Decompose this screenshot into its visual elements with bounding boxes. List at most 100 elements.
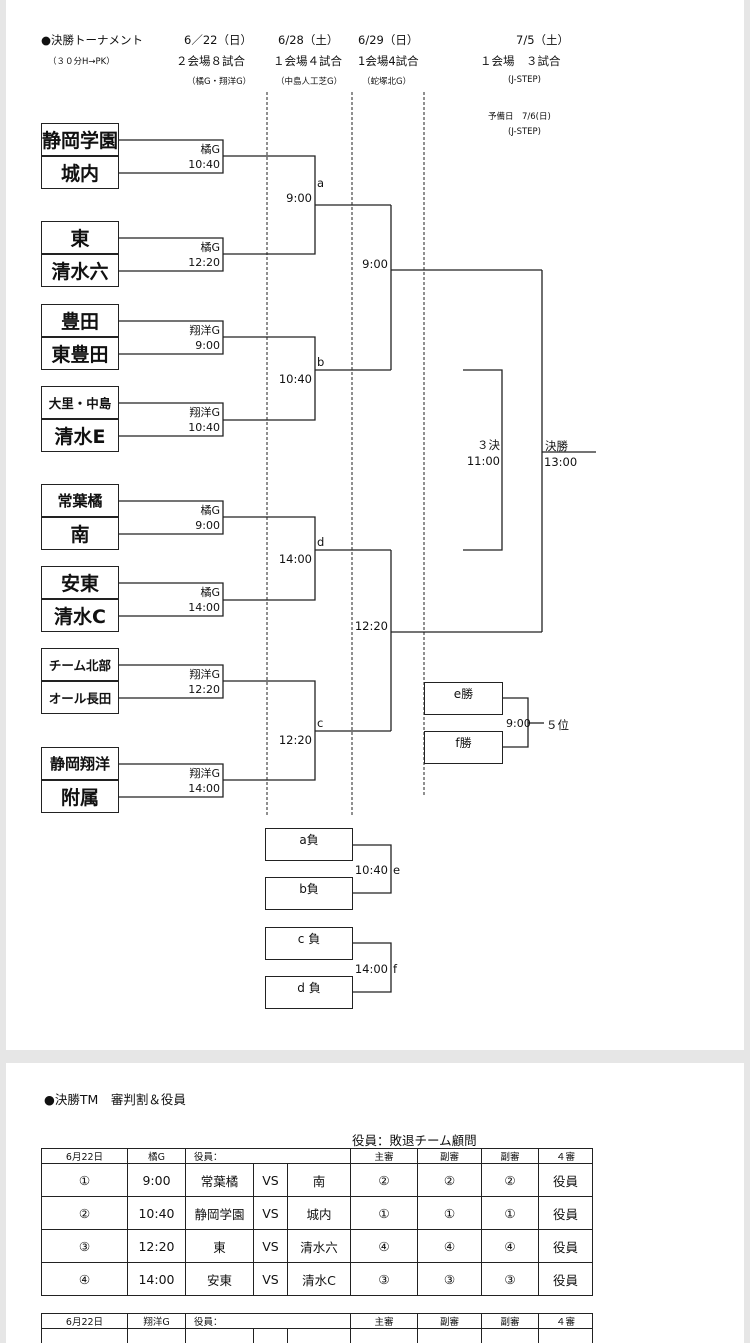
vs: VS — [254, 1263, 288, 1296]
r2-match-time: 10:40 — [276, 372, 312, 386]
loser-label: e — [393, 863, 400, 877]
referee-assistant: ② — [418, 1164, 482, 1197]
vs: VS — [254, 1197, 288, 1230]
r2-match-label: b — [317, 355, 324, 369]
header-referee: 主審 — [351, 1149, 418, 1164]
match-time: 10:40 — [128, 1197, 186, 1230]
r2-match-label: d — [317, 535, 324, 549]
table-header-row: 6月22日 翔洋G 役員： 主審 副審 副審 ４審 — [42, 1314, 593, 1329]
referee-assistant: ③ — [482, 1263, 539, 1296]
referee-assistant: ④ — [482, 1230, 539, 1263]
header-fourth: ４審 — [539, 1149, 593, 1164]
referee-assistant: ② — [482, 1164, 539, 1197]
sf-time: 9:00 — [352, 257, 388, 271]
referee-table-shoyo: 6月22日 翔洋G 役員： 主審 副審 副審 ４審 — [41, 1313, 593, 1343]
match-no: ② — [42, 1197, 128, 1230]
loser-time: 14:00 — [352, 962, 388, 976]
table-row: ② 10:40 静岡学園 VS 城内 ① ① ① 役員 — [42, 1197, 593, 1230]
referee-table-tachibana: 6月22日 橘G 役員： 主審 副審 副審 ４審 ① 9:00 常葉橘 VS 南… — [41, 1148, 593, 1296]
loser-slot: a負 — [265, 828, 353, 861]
match-no: ① — [42, 1164, 128, 1197]
loser-slot: d 負 — [265, 976, 353, 1009]
sf-time: 12:20 — [352, 619, 388, 633]
team-box: 静岡翔洋 — [41, 747, 119, 780]
team-box: チーム北部 — [41, 648, 119, 681]
referee-fourth: 役員 — [539, 1230, 593, 1263]
third-place-label: ３決 — [472, 437, 500, 453]
loser-slot: c 負 — [265, 927, 353, 960]
loser-slot: b負 — [265, 877, 353, 910]
final-time: 13:00 — [544, 455, 577, 469]
referee-fourth: 役員 — [539, 1164, 593, 1197]
final-label: 決勝 — [545, 438, 568, 454]
home-team: 東 — [186, 1230, 254, 1263]
team-box: 静岡学園 — [41, 123, 119, 156]
match-time: 9:00 — [128, 1164, 186, 1197]
away-team: 南 — [288, 1164, 351, 1197]
team-box: 安東 — [41, 566, 119, 599]
home-team: 常葉橘 — [186, 1164, 254, 1197]
r2-match-time: 9:00 — [276, 191, 312, 205]
team-box: 附属 — [41, 780, 119, 813]
referee-assistant: ④ — [418, 1230, 482, 1263]
match-no: ④ — [42, 1263, 128, 1296]
match-no: ③ — [42, 1230, 128, 1263]
referee-fourth: 役員 — [539, 1263, 593, 1296]
header-date: 6月22日 — [42, 1314, 128, 1329]
fifth-label: ５位 — [546, 717, 569, 733]
away-team: 城内 — [288, 1197, 351, 1230]
team-box: 常葉橘 — [41, 484, 119, 517]
r2-match-label: c — [317, 716, 323, 730]
header-referee: 主審 — [351, 1314, 418, 1329]
r2-match-label: a — [317, 176, 324, 190]
team-box: 東 — [41, 221, 119, 254]
table-row — [42, 1329, 593, 1343]
r2-match-time: 12:20 — [276, 733, 312, 747]
match-time: 14:00 — [128, 1263, 186, 1296]
referee-main: ④ — [351, 1230, 418, 1263]
referee-main: ③ — [351, 1263, 418, 1296]
header-officer: 役員： — [186, 1149, 351, 1164]
referee-main: ② — [351, 1164, 418, 1197]
away-team: 清水C — [288, 1263, 351, 1296]
team-box: 豊田 — [41, 304, 119, 337]
referee-fourth: 役員 — [539, 1197, 593, 1230]
header-assistant-1: 副審 — [418, 1314, 482, 1329]
team-box: 城内 — [41, 156, 119, 189]
team-box: 大里・中島 — [41, 386, 119, 419]
referee-assistant: ③ — [418, 1263, 482, 1296]
referee-assistant: ① — [418, 1197, 482, 1230]
header-fourth: ４審 — [539, 1314, 593, 1329]
referee-title: ●決勝TM 審判割＆役員 — [44, 1089, 186, 1108]
referee-assistant: ① — [482, 1197, 539, 1230]
home-team: 安東 — [186, 1263, 254, 1296]
fifth-slot-f: f勝 — [424, 731, 503, 764]
team-box: 清水C — [41, 599, 119, 632]
team-box: 東豊田 — [41, 337, 119, 370]
loser-time: 10:40 — [352, 863, 388, 877]
fifth-time: 9:00 — [506, 717, 526, 730]
third-place-time: 11:00 — [464, 454, 500, 468]
header-assistant-2: 副審 — [482, 1149, 539, 1164]
header-venue: 橘G — [128, 1149, 186, 1164]
r2-match-time: 14:00 — [276, 552, 312, 566]
table-row: ④ 14:00 安東 VS 清水C ③ ③ ③ 役員 — [42, 1263, 593, 1296]
header-assistant-1: 副審 — [418, 1149, 482, 1164]
away-team: 清水六 — [288, 1230, 351, 1263]
table-header-row: 6月22日 橘G 役員： 主審 副審 副審 ４審 — [42, 1149, 593, 1164]
team-box: 清水六 — [41, 254, 119, 287]
header-officer: 役員： — [186, 1314, 351, 1329]
referee-page: ●決勝TM 審判割＆役員 役員：敗退チーム顧問 6月22日 橘G 役員： 主審 … — [6, 1063, 744, 1343]
referee-main: ① — [351, 1197, 418, 1230]
loser-label: f — [393, 962, 397, 976]
team-box: オール長田 — [41, 681, 119, 714]
header-date: 6月22日 — [42, 1149, 128, 1164]
vs: VS — [254, 1230, 288, 1263]
referee-note: 役員：敗退チーム顧問 — [352, 1130, 477, 1149]
fifth-slot-e: e勝 — [424, 682, 503, 715]
